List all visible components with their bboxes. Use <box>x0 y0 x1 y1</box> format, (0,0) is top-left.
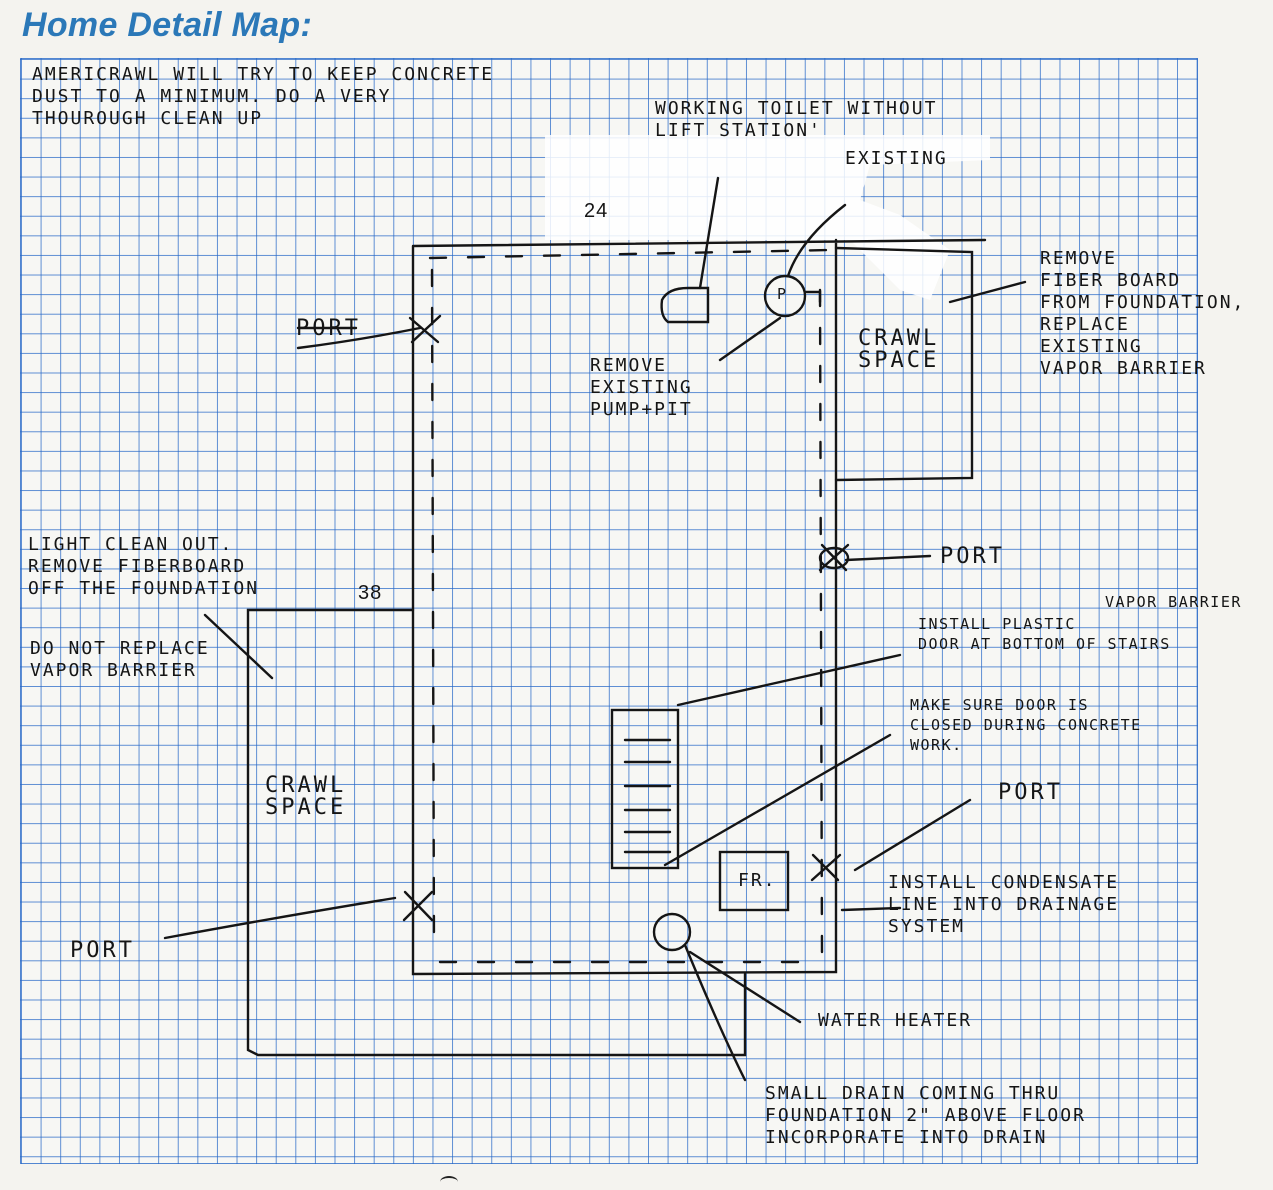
plastic-door-leader <box>676 653 902 707</box>
label-port-top-left: PORT <box>296 316 361 341</box>
label-port-right-lower: PORT <box>998 780 1063 805</box>
pump-leader <box>718 316 782 362</box>
pump-pit-circle <box>763 274 807 318</box>
port-x-bottom-left <box>402 890 434 922</box>
label-crawl-space-right: CRAWL SPACE <box>858 326 940 373</box>
port-x-top-left <box>408 314 442 344</box>
left-crawl-space-outline <box>246 608 747 1057</box>
toilet-symbol <box>660 286 710 324</box>
note-water-heater: WATER HEATER <box>818 1010 973 1031</box>
note-remove-fiber: REMOVE FIBER BOARD FROM FOUNDATION, REPL… <box>1040 248 1246 379</box>
furnace-box <box>718 850 790 912</box>
label-port-bottom-left: PORT <box>70 938 135 963</box>
note-toilet: WORKING TOILET WITHOUT LIFT STATION' <box>655 98 938 141</box>
note-americrawl: AMERICRAWL WILL TRY TO KEEP CONCRETE DUS… <box>32 64 495 129</box>
note-small-drain: SMALL DRAIN COMING THRU FOUNDATION 2" AB… <box>765 1083 1086 1148</box>
note-vapor-barrier: VAPOR BARRIER <box>1105 593 1242 611</box>
page-title: Home Detail Map: <box>22 6 313 44</box>
label-crawl-space-left: CRAWL SPACE <box>265 773 347 820</box>
water-heater-circle <box>652 912 692 952</box>
water-heater-leader <box>688 950 802 1024</box>
footer-mark <box>440 1176 458 1188</box>
label-pump-symbol: P <box>777 285 788 303</box>
note-existing: EXISTING <box>845 148 948 169</box>
dashed-perimeter <box>428 248 832 964</box>
toilet-leader <box>698 176 720 290</box>
note-light-clean: LIGHT CLEAN OUT. REMOVE FIBERBOARD OFF T… <box>28 534 260 599</box>
existing-leader <box>786 203 847 278</box>
note-condensate: INSTALL CONDENSATE LINE INTO DRAINAGE SY… <box>888 872 1120 937</box>
right-crawl-space-outline <box>834 246 974 482</box>
note-remove-pump: REMOVE EXISTING PUMP+PIT <box>590 355 693 420</box>
note-do-not-replace: DO NOT REPLACE VAPOR BARRIER <box>30 638 210 681</box>
stairs <box>610 708 680 870</box>
dimension-left: 38 <box>358 582 383 604</box>
port-x-right-lower <box>810 853 842 882</box>
label-port-right-mid: PORT <box>940 544 1005 569</box>
note-install-plastic: INSTALL PLASTIC DOOR AT BOTTOM OF STAIRS <box>918 615 1171 653</box>
door-closed-leader <box>663 733 892 867</box>
small-drain-leader <box>683 943 747 1082</box>
label-furnace: FR. <box>738 870 777 891</box>
white-out-mark <box>545 135 990 300</box>
note-make-sure: MAKE SURE DOOR IS CLOSED DURING CONCRETE… <box>910 696 1142 754</box>
dimension-top: 24 <box>584 200 609 222</box>
